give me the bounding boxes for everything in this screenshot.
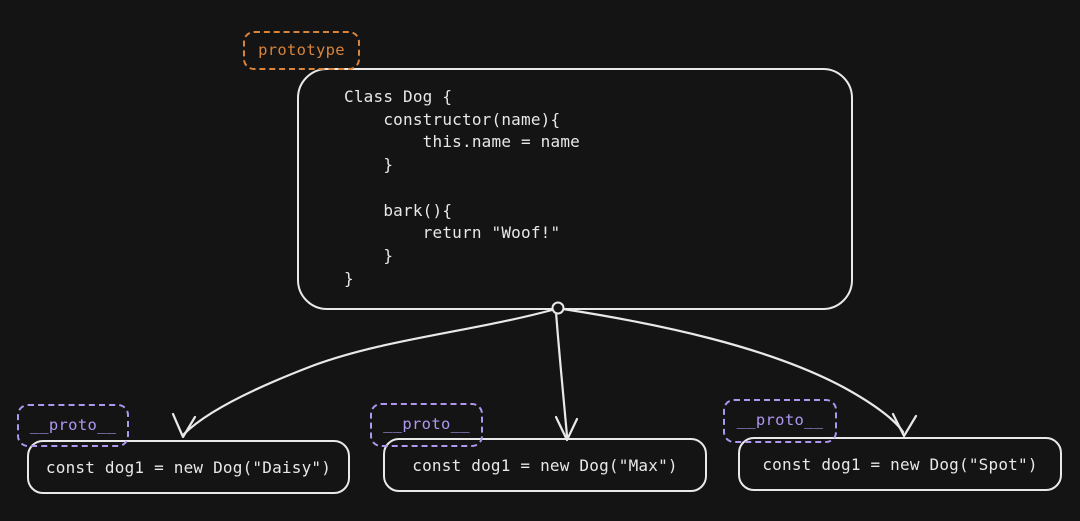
arrowhead-middle-icon <box>554 415 579 442</box>
proto-label-spot[interactable]: __proto__ <box>723 399 837 443</box>
code-line: } <box>344 268 354 288</box>
instance-box-max[interactable]: const dog1 = new Dog("Max") <box>383 438 707 492</box>
proto-label-daisy[interactable]: __proto__ <box>17 404 129 447</box>
instance-code-max: const dog1 = new Dog("Max") <box>412 455 678 475</box>
code-line: bark(){ <box>344 200 453 220</box>
prototype-label-text: prototype <box>258 40 345 59</box>
instance-box-spot[interactable]: const dog1 = new Dog("Spot") <box>738 437 1062 491</box>
code-line: Class Dog { <box>344 87 453 106</box>
code-line: constructor(name){ <box>344 109 561 129</box>
arrow-to-max[interactable] <box>554 310 579 442</box>
code-line <box>344 177 851 200</box>
code-line: } <box>344 155 394 175</box>
proto-label-max-text: __proto__ <box>383 415 470 433</box>
arrowhead-left-icon <box>171 412 197 439</box>
proto-label-daisy-text: __proto__ <box>29 415 117 434</box>
proto-label-max[interactable]: __proto__ <box>370 403 483 447</box>
proto-label-spot-text: __proto__ <box>736 411 824 429</box>
code-line: } <box>344 245 394 265</box>
instance-code-daisy: const dog1 = new Dog("Daisy") <box>45 457 332 477</box>
class-dog-code: Class Dog { constructor(name){ this.name… <box>299 70 851 290</box>
arrowhead-right-icon <box>891 412 918 438</box>
instance-code-spot: const dog1 = new Dog("Spot") <box>762 454 1038 474</box>
code-line: return "Woof!" <box>344 223 561 243</box>
instance-box-daisy[interactable]: const dog1 = new Dog("Daisy") <box>27 440 350 494</box>
class-dog-box[interactable]: Class Dog { constructor(name){ this.name… <box>297 68 853 310</box>
code-line: this.name = name <box>344 132 580 152</box>
arrow-to-daisy[interactable] <box>171 308 554 439</box>
prototype-label[interactable]: prototype <box>243 31 360 70</box>
